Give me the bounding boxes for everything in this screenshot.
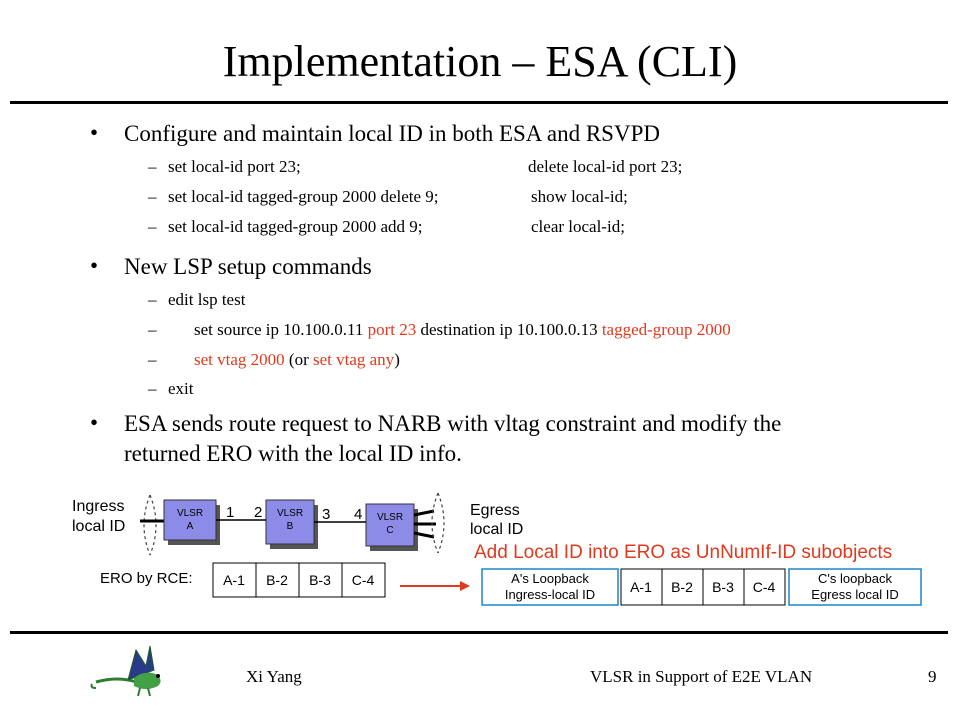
- ero-cell: C-4: [352, 572, 375, 588]
- sub-item-left: set local-id tagged-group 2000 add 9;: [168, 217, 423, 236]
- bullet-dot: •: [90, 120, 99, 145]
- cmd-part: set source ip 10.100.0.11: [194, 320, 368, 339]
- sub-dash: –: [148, 320, 157, 339]
- cmd-part: destination ip 10.100.0.13: [416, 320, 602, 339]
- egress-label-line1: Egress: [470, 502, 520, 519]
- bullet-2-text: New LSP setup commands: [124, 254, 372, 279]
- vlsr-c-box: [365, 503, 415, 547]
- cmd-part: (or: [284, 350, 313, 369]
- link-label-3: 3: [322, 506, 330, 523]
- new-ero-end-box: [788, 568, 922, 606]
- sub-dash: –: [148, 157, 157, 176]
- sub-item-right: delete local-id port 23;: [528, 157, 683, 176]
- ero-by-rce-label: ERO by RCE:: [100, 570, 193, 587]
- sub-item-right: clear local-id;: [531, 217, 625, 236]
- ingress-label-line1: Ingress: [72, 498, 124, 515]
- add-local-id-heading: Add Local ID into ERO as UnNumIf-ID subo…: [474, 542, 892, 563]
- sub-item-left: set local-id port 23;: [168, 157, 301, 176]
- lsp-command: set vtag 2000 (or set vtag any): [194, 350, 400, 370]
- bullet-dot: •: [90, 410, 99, 435]
- bullet-dot: •: [90, 253, 99, 278]
- new-ero-start-box: [481, 568, 619, 606]
- cmd-part-highlight: set vtag 2000: [194, 350, 285, 369]
- ero-cell: C-4: [753, 579, 776, 595]
- cmd-part-highlight: set vtag any: [312, 350, 395, 369]
- ingress-cloud: [143, 494, 151, 556]
- ingress-cloud: [149, 494, 157, 556]
- link-label-2: 2: [254, 504, 262, 521]
- ero-cell: B-3: [712, 579, 734, 595]
- ero-cell: B-3: [309, 572, 331, 588]
- cmd-part-highlight: port 23: [367, 320, 417, 339]
- link-label-1: 1: [226, 504, 234, 521]
- sub-dash: –: [148, 217, 157, 236]
- dragon-logo: [90, 645, 161, 697]
- vlsr-b-box: [265, 499, 315, 545]
- sub-dash: –: [148, 379, 157, 398]
- sub-item-left: set local-id tagged-group 2000 delete 9;: [168, 187, 439, 206]
- ero-cell: A-1: [630, 579, 652, 595]
- new-ero-start-line1: A's Loopback: [511, 571, 589, 586]
- ero-cell: B-2: [671, 579, 693, 595]
- new-ero-end-line1: C's loopback: [818, 571, 893, 586]
- sub-dash: –: [148, 187, 157, 206]
- vlsr-c-label-line1: VLSR: [377, 512, 403, 523]
- egress-label-line2: local ID: [470, 521, 523, 538]
- vlsr-b-label-line1: VLSR: [277, 508, 303, 519]
- lsp-command: set source ip 10.100.0.11 port 23 destin…: [194, 320, 731, 340]
- title-rule: [10, 101, 948, 104]
- cmd-part: ): [394, 350, 400, 369]
- transform-arrow-head: [460, 581, 470, 591]
- egress-cloud: [431, 492, 439, 554]
- slide-title: Implementation – ESA (CLI): [222, 37, 738, 86]
- bullet-3-text-line1: ESA sends route request to NARB with vlt…: [124, 411, 782, 436]
- new-ero-start-line2: Ingress-local ID: [505, 587, 595, 602]
- page-number: 9: [928, 667, 937, 686]
- bullet-3-text-line2: returned ERO with the local ID info.: [124, 441, 462, 466]
- egress-cloud: [437, 492, 445, 554]
- new-ero-end-line2: Egress local ID: [811, 587, 898, 602]
- sub-dash: –: [148, 350, 157, 369]
- ero-diagram: Ingress local ID VLSR A VLSR B VLSR C 1 …: [72, 492, 922, 606]
- vlsr-b-label-line2: B: [287, 521, 294, 532]
- footer-center: VLSR in Support of E2E VLAN: [590, 667, 813, 686]
- egress-port-line: [413, 509, 435, 517]
- vlsr-a-label-line2: A: [187, 521, 194, 532]
- link-label-4: 4: [354, 506, 362, 523]
- ero-cell: B-2: [266, 572, 288, 588]
- footer-author: Xi Yang: [246, 667, 302, 686]
- bullet-1-text: Configure and maintain local ID in both …: [124, 121, 660, 146]
- sub-dash: –: [148, 290, 157, 309]
- vlsr-c-label-line2: C: [386, 525, 393, 536]
- ingress-label-line2: local ID: [72, 518, 125, 535]
- lsp-command: edit lsp test: [168, 290, 246, 309]
- ero-cell: A-1: [223, 572, 245, 588]
- cmd-part-highlight: tagged-group 2000: [601, 320, 731, 339]
- lsp-command: exit: [168, 379, 194, 398]
- sub-item-right: show local-id;: [531, 187, 628, 206]
- vlsr-a-label-line1: VLSR: [177, 508, 203, 519]
- egress-port-line: [413, 531, 435, 539]
- footer-rule: [10, 631, 948, 634]
- vlsr-a-box: [163, 499, 217, 541]
